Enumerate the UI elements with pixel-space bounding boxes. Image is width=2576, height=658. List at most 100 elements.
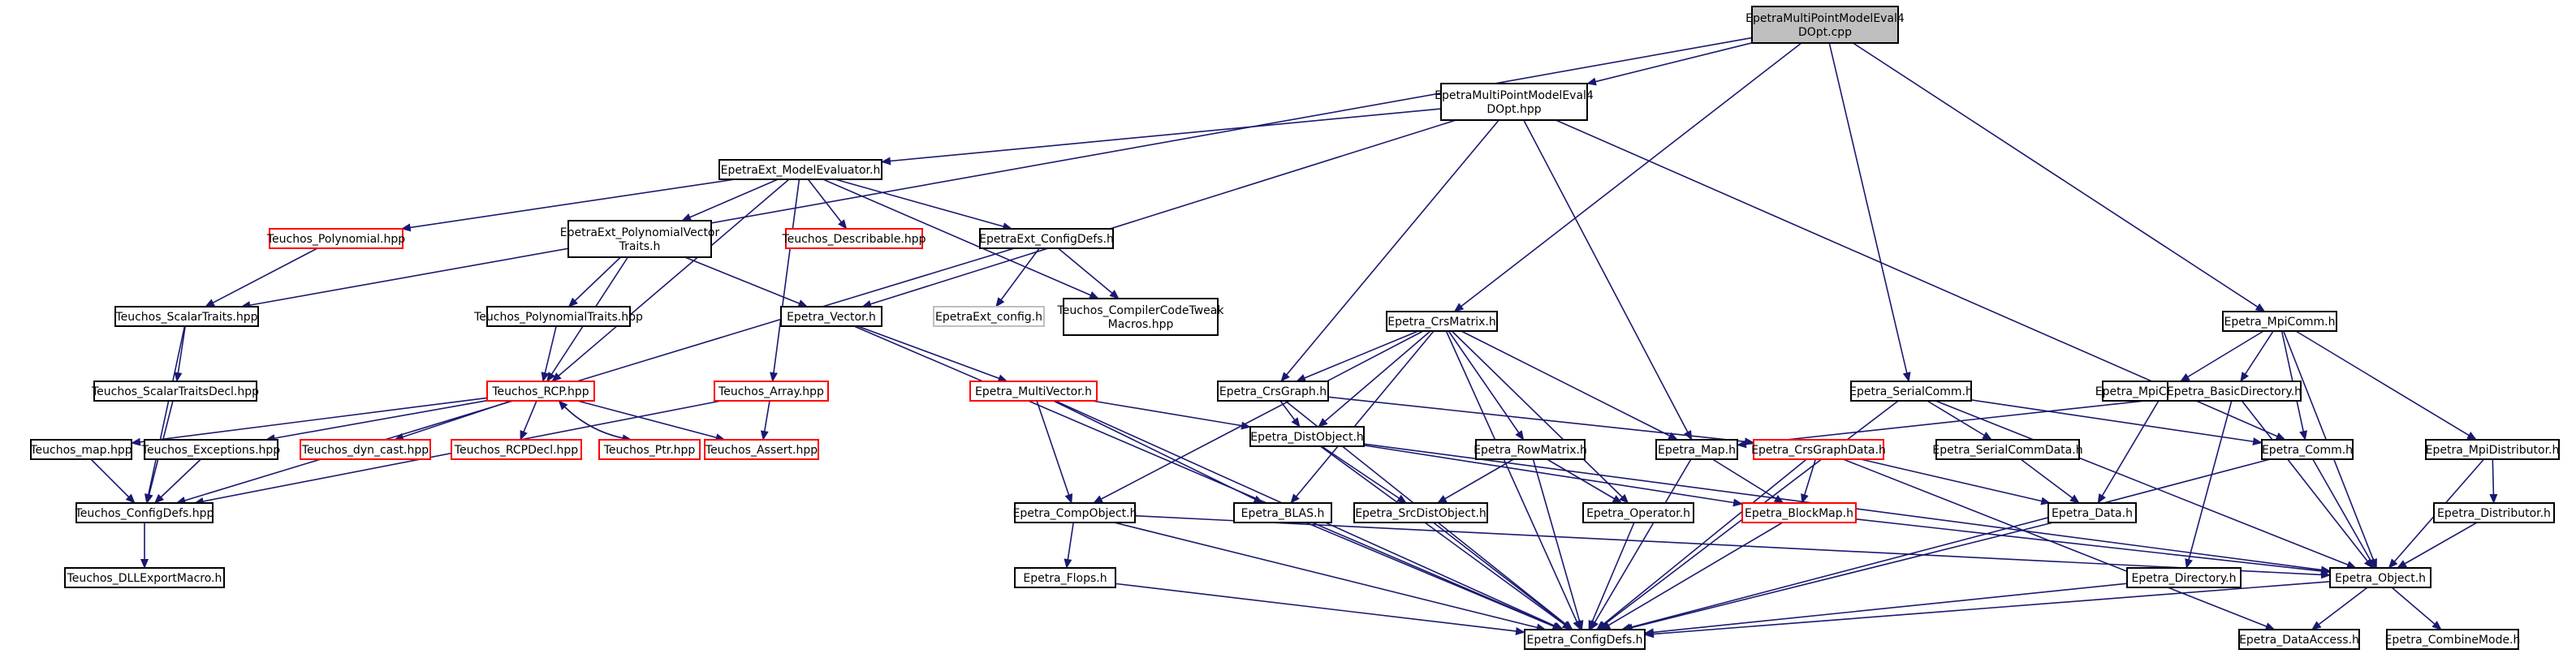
- node-object[interactable]: Epetra_Object.h: [2329, 567, 2431, 588]
- edge-distobj-to-blockmap: [1363, 445, 1743, 507]
- dependency-edges: [90, 37, 2498, 639]
- node-box: [1753, 439, 1884, 460]
- edge-mpicomm-to-mpidistributor: [2295, 330, 2477, 441]
- edge-root-to-serialcomm: [1828, 42, 1911, 382]
- edge-object-to-dataaccess: [2311, 587, 2368, 630]
- node-mpidistributor[interactable]: Epetra_MpiDistributor.h: [2425, 439, 2560, 460]
- node-box: [598, 439, 701, 460]
- node-basicdir[interactable]: Epetra_BasicDirectory.h: [2167, 381, 2302, 402]
- node-dataaccess[interactable]: Epetra_DataAccess.h: [2238, 629, 2360, 650]
- node-map[interactable]: Epetra_Map.h: [1655, 439, 1738, 460]
- node-t-cfg[interactable]: Teuchos_ConfigDefs.hpp: [75, 502, 214, 523]
- edge-compobj-to-cfgdefs: [1114, 522, 1547, 632]
- edge-ext-cfg-to-ext-config-h: [995, 247, 1040, 307]
- node-box: [114, 306, 259, 327]
- edge-rowmatrix-to-operator: [1547, 458, 1623, 504]
- node-t-ptr-traits[interactable]: Teuchos_PolynomialTraits.hpp: [473, 306, 643, 327]
- node-rowmatrix[interactable]: Epetra_RowMatrix.h: [1474, 439, 1587, 460]
- node-label: EpetraExt_ConfigDefs.h: [979, 233, 1114, 246]
- node-label: Teuchos_ScalarTraits.hpp: [114, 311, 257, 324]
- edge-distributor-to-object: [2397, 522, 2478, 569]
- edge-crsmatrix-to-blas: [1290, 330, 1435, 504]
- node-serialcommdata[interactable]: Epetra_SerialCommData.h: [1932, 439, 2083, 460]
- node-me-h[interactable]: EpetraExt_ModelEvaluator.h: [718, 159, 882, 180]
- node-t-ptr[interactable]: Teuchos_Ptr.hpp: [598, 439, 701, 460]
- node-t-dll[interactable]: Teuchos_DLLExportMacro.h: [64, 567, 225, 588]
- node-label: Teuchos_Assert.hpp: [705, 444, 818, 457]
- edge-data-to-cfgdefs: [1623, 522, 2054, 632]
- node-directory[interactable]: Epetra_Directory.h: [2126, 567, 2242, 588]
- edge-t-rcp-to-t-assert: [577, 400, 726, 442]
- node-comm[interactable]: Epetra_Comm.h: [2261, 439, 2354, 460]
- node-t-sctd[interactable]: Teuchos_ScalarTraitsDecl.hpp: [91, 381, 259, 402]
- node-box: [2238, 629, 2360, 650]
- node-e-mv[interactable]: Epetra_MultiVector.h: [969, 381, 1098, 402]
- node-srcdist[interactable]: Epetra_SrcDistObject.h: [1353, 502, 1488, 523]
- node-t-rcp[interactable]: Teuchos_RCP.hpp: [486, 381, 595, 402]
- node-label: Epetra_SerialCommData.h: [1932, 444, 2082, 457]
- edge-crsmatrix-to-compobj: [1093, 330, 1424, 504]
- node-crsmatrix[interactable]: Epetra_CrsMatrix.h: [1386, 311, 1498, 332]
- edge-basicdir-to-directory: [2185, 400, 2233, 569]
- node-t-rcpdecl[interactable]: Teuchos_RCPDecl.hpp: [451, 439, 582, 460]
- node-box: [76, 502, 214, 523]
- node-t-desc[interactable]: Teuchos_Describable.hpp: [781, 228, 926, 249]
- edge-blas-to-cfgdefs: [1305, 522, 1563, 630]
- node-box: [451, 439, 582, 460]
- node-flops[interactable]: Epetra_Flops.h: [1014, 567, 1116, 588]
- edge-eval-hpp-to-me-h: [881, 108, 1442, 166]
- node-t-poly[interactable]: Teuchos_Polynomial.hpp: [266, 228, 405, 249]
- node-t-assert[interactable]: Teuchos_Assert.hpp: [704, 439, 819, 460]
- edge-t-poly-to-t-sct: [205, 247, 318, 307]
- edge-t-rcp-to-t-map: [131, 397, 488, 446]
- node-serialcomm[interactable]: Epetra_SerialComm.h: [1849, 381, 1973, 402]
- node-blockmap[interactable]: Epetra_BlockMap.h: [1741, 502, 1857, 523]
- edge-crsgraphdata-to-dataaccess: [1843, 458, 2276, 630]
- node-data[interactable]: Epetra_Data.h: [2047, 502, 2137, 523]
- edge-blockmap-to-object: [1855, 518, 2331, 575]
- node-crsgraph[interactable]: Epetra_CrsGraph.h: [1217, 381, 1329, 402]
- node-box: [785, 228, 923, 249]
- node-t-sct[interactable]: Teuchos_ScalarTraits.hpp: [114, 306, 259, 327]
- edge-rowmatrix-to-srcdist: [1436, 458, 1514, 504]
- node-box: [30, 439, 132, 460]
- node-combine[interactable]: Epetra_CombineMode.h: [2385, 629, 2521, 650]
- node-mpicomm[interactable]: Epetra_MpiComm.h: [2222, 311, 2337, 332]
- node-label: Teuchos_RCPDecl.hpp: [454, 444, 579, 457]
- node-ext-cfg[interactable]: EpetraExt_ConfigDefs.h: [979, 228, 1114, 249]
- node-blas[interactable]: Epetra_BLAS.h: [1233, 502, 1332, 523]
- edge-me-h-to-t-desc: [807, 178, 848, 230]
- node-label: Teuchos_Polynomial.hpp: [266, 233, 405, 246]
- node-e-vec[interactable]: Epetra_Vector.h: [780, 306, 882, 327]
- edge-eval-hpp-to-e-vec: [861, 119, 1456, 308]
- node-ext-config-h[interactable]: EpetraExt_config.h: [933, 306, 1045, 327]
- node-box: [714, 381, 829, 402]
- node-t-exc[interactable]: Teuchos_Exceptions.hpp: [141, 439, 280, 460]
- node-label: DOpt.cpp: [1798, 26, 1852, 39]
- node-distobj[interactable]: Epetra_DistObject.h: [1249, 426, 1365, 447]
- node-crsgraphdata[interactable]: Epetra_CrsGraphData.h: [1751, 439, 1886, 460]
- node-label: Epetra_SrcDistObject.h: [1355, 507, 1486, 520]
- node-label: Epetra_MultiVector.h: [975, 385, 1092, 398]
- edge-me-h-to-ext-cfg: [835, 178, 1013, 230]
- node-operator[interactable]: Epetra_Operator.h: [1582, 502, 1694, 523]
- node-compobj[interactable]: Epetra_CompObject.h: [1013, 502, 1137, 523]
- node-label: Teuchos_RCP.hpp: [491, 385, 589, 398]
- edge-crsmatrix-to-operator: [1451, 330, 1629, 504]
- node-distributor[interactable]: Epetra_Distributor.h: [2433, 502, 2555, 523]
- node-t-map[interactable]: Teuchos_map.hpp: [29, 439, 132, 460]
- node-t-array[interactable]: Teuchos_Array.hpp: [714, 381, 829, 402]
- node-cfgdefs[interactable]: Epetra_ConfigDefs.h: [1524, 629, 1646, 650]
- edge-basicdir-to-object: [2241, 400, 2374, 569]
- edge-eval-hpp-to-crsgraph: [1280, 119, 1499, 382]
- node-t-dyn[interactable]: Teuchos_dyn_cast.hpp: [300, 439, 431, 460]
- node-label: Epetra_BasicDirectory.h: [2167, 385, 2302, 398]
- edge-t-ptr-traits-to-t-rcp: [541, 325, 557, 382]
- edge-me-h-to-t-poly: [400, 178, 736, 232]
- edge-serialcommdata-to-data: [2020, 458, 2080, 504]
- node-label: Epetra_Flops.h: [1023, 572, 1107, 585]
